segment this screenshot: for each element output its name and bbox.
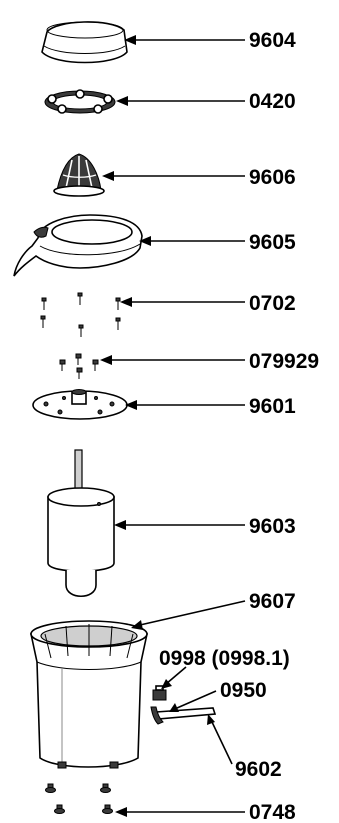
juice-bowl-part [13, 214, 143, 277]
leader-9602 [207, 714, 233, 765]
leader-0748 [115, 807, 245, 817]
label-0420: 0420 [249, 90, 296, 113]
label-9607: 9607 [249, 590, 296, 613]
base-plate-part [32, 389, 128, 420]
label-9602: 9602 [235, 758, 282, 781]
feet-part [45, 783, 113, 814]
leader-9605 [139, 236, 245, 246]
leader-0702 [120, 297, 245, 307]
label-9606: 9606 [249, 166, 296, 189]
leader-9603 [114, 520, 245, 530]
leader-0420 [116, 96, 245, 106]
leader-9601 [125, 400, 245, 410]
seal-ring-part [44, 89, 116, 114]
screws-079929-part [59, 353, 99, 379]
housing-part [30, 620, 148, 769]
lever-part [150, 706, 217, 725]
label-9605: 9605 [249, 231, 296, 254]
label-9603: 9603 [249, 515, 296, 538]
label-0702: 0702 [249, 292, 296, 315]
leader-0950 [169, 690, 217, 712]
leader-9604 [124, 35, 245, 45]
reamer-cone-part [53, 153, 105, 197]
lid-ring-part [41, 21, 128, 64]
leader-9606 [102, 171, 245, 181]
leader-079929 [100, 355, 245, 365]
label-9601: 9601 [249, 395, 296, 418]
motor-part [47, 449, 115, 598]
label-9604: 9604 [249, 29, 296, 52]
leader-9607 [131, 600, 246, 630]
leader-0998 [161, 666, 187, 689]
screws-0702-part [40, 292, 121, 337]
label-079929: 079929 [249, 350, 319, 373]
label-0748: 0748 [249, 801, 296, 823]
label-0950: 0950 [220, 679, 267, 702]
label-0998: 0998 (0998.1) [159, 647, 290, 670]
